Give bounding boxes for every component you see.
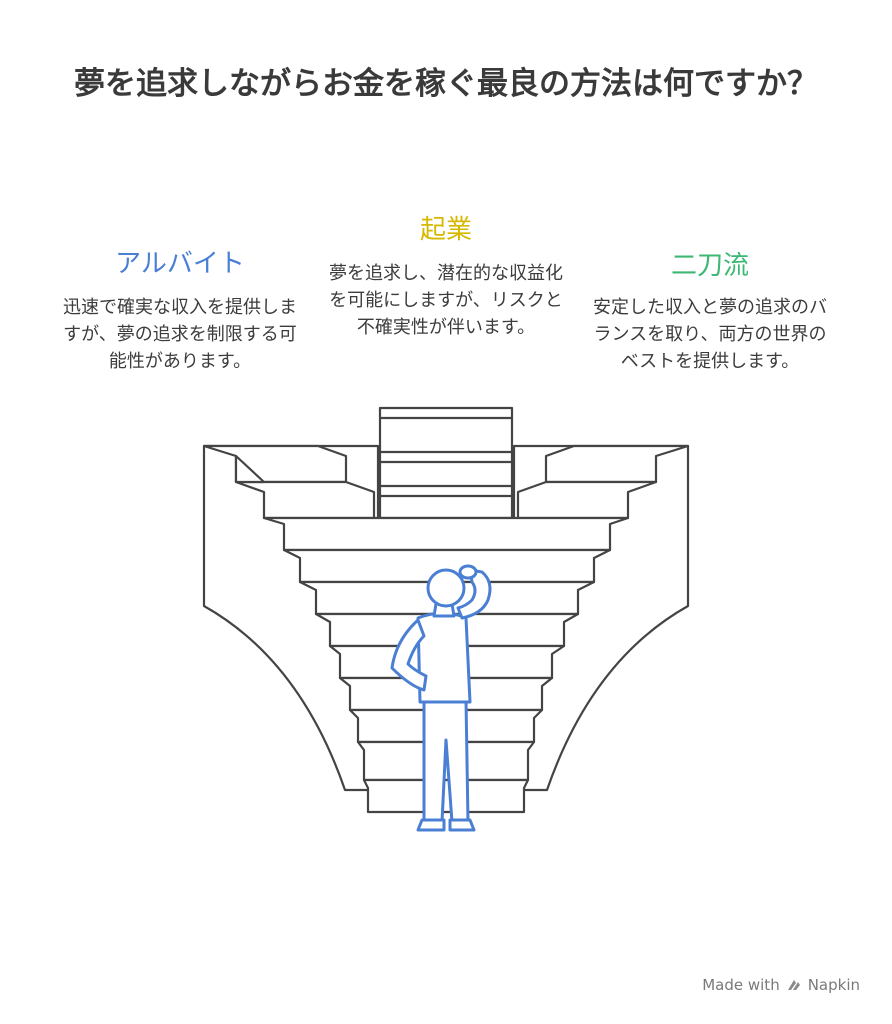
option-description-part-time: 迅速で確実な収入を提供しますが、夢の追求を制限する可能性があります。 (63, 297, 297, 372)
napkin-logo-icon (787, 980, 800, 990)
person-head (426, 568, 466, 608)
person-hand (458, 564, 478, 580)
right-staircase (516, 444, 690, 520)
option-heading-part-time: アルバイト (115, 249, 245, 279)
person-left-arm (390, 618, 428, 692)
option-description-startup: 夢を追求し、潜在的な収益化を可能にしますが、リスクと不確実性が伴います。 (329, 263, 563, 338)
left-staircase (202, 444, 376, 520)
top-platform (262, 516, 630, 552)
person-torso (416, 611, 472, 704)
person-right-foot (448, 818, 476, 832)
page-title: 夢を追求しながらお金を稼ぐ最良の方法は何ですか？ (74, 66, 818, 102)
napkin-footer: Made with Napkin (702, 976, 860, 994)
option-heading-dual-career: 二刀流 (670, 251, 749, 281)
center-tower (378, 406, 514, 520)
option-heading-startup: 起業 (419, 215, 472, 245)
person-left-foot (416, 818, 446, 832)
option-description-dual-career: 安定した収入と夢の追求のバランスを取り、両方の世界のベストを提供します。 (593, 297, 827, 372)
made-with-label: Made with (702, 976, 780, 994)
napkin-brand: Napkin (807, 976, 860, 994)
thinking-person (390, 564, 492, 832)
